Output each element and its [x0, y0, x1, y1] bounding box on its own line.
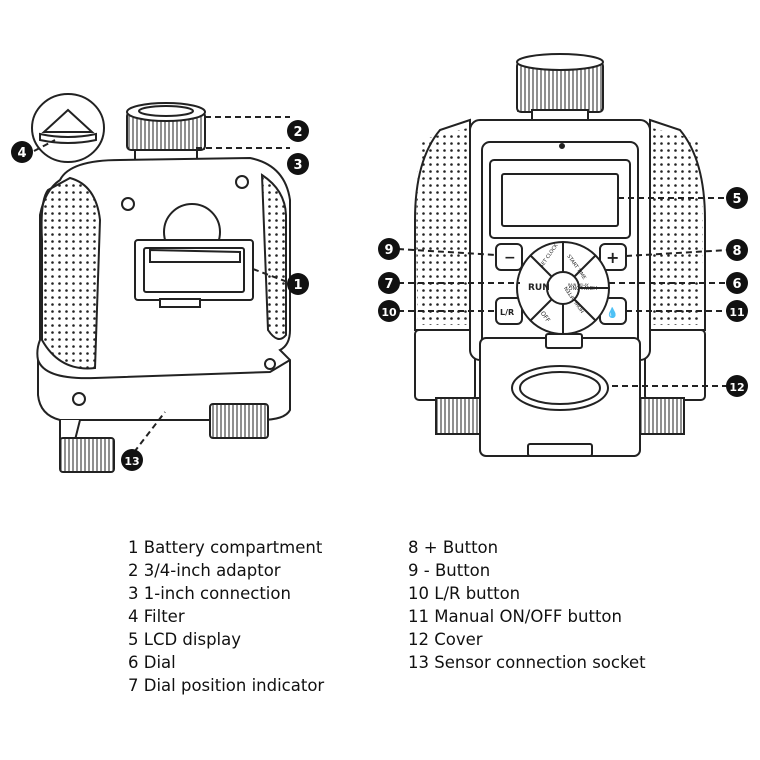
svg-text:7: 7	[384, 277, 393, 292]
callout-6: 6	[726, 272, 748, 294]
callout-2: 2	[287, 120, 309, 142]
plus-button	[599, 243, 627, 271]
legend-item: 6 Dial	[128, 653, 176, 672]
svg-text:6: 6	[732, 277, 741, 292]
right-device	[414, 53, 706, 457]
legend-item: 5 LCD display	[128, 630, 242, 649]
legend-item: 7 Dial position indicator	[128, 676, 325, 695]
lr-button	[495, 297, 523, 325]
callout-12: 12	[726, 375, 748, 397]
svg-text:3: 3	[293, 158, 302, 173]
svg-text:5: 5	[732, 192, 741, 207]
legend-item: 13 Sensor connection socket	[408, 653, 646, 672]
legend-item: 10 L/R button	[408, 584, 521, 603]
legend-left: 1 Battery compartment 2 3/4-inch adaptor…	[128, 536, 324, 697]
legend-item: 2 3/4-inch adaptor	[128, 561, 281, 580]
dial-how-long-label: HOW LONG	[568, 284, 597, 290]
legend-item: 4 Filter	[128, 607, 185, 626]
callout-7: 7	[378, 272, 400, 294]
legend-item: 8 + Button	[408, 538, 499, 557]
legend-item: 1 Battery compartment	[128, 538, 323, 557]
plus-glyph: +	[606, 248, 619, 267]
callout-1: 1	[287, 273, 309, 295]
svg-text:9: 9	[384, 243, 393, 258]
dial-rain-delay-label: RAIN DELAY	[568, 283, 590, 287]
callout-9: 9	[378, 238, 400, 260]
svg-text:11: 11	[729, 306, 744, 319]
leader-lines	[33, 116, 729, 461]
callout-3: 3	[287, 153, 309, 175]
drop-icon: 💧	[606, 306, 618, 319]
svg-text:10: 10	[381, 306, 397, 319]
legend-item: 11 Manual ON/OFF button	[408, 607, 622, 626]
svg-text:13: 13	[124, 455, 139, 468]
callout-10: 10	[378, 300, 400, 322]
lr-glyph: L/R	[500, 308, 514, 317]
minus-button	[495, 243, 523, 271]
svg-text:4: 4	[17, 146, 26, 161]
callouts: 1 2 3 4 13 5 8 6 11 12 9 7 10	[11, 120, 748, 471]
filter-inset	[31, 93, 105, 163]
legend-item: 12 Cover	[408, 630, 483, 649]
svg-text:8: 8	[732, 244, 741, 259]
minus-glyph: −	[504, 250, 516, 266]
battery-compartment	[134, 239, 254, 308]
svg-text:12: 12	[729, 381, 744, 394]
callout-5: 5	[726, 187, 748, 209]
left-device	[31, 93, 291, 473]
svg-text:2: 2	[293, 125, 302, 140]
left-grip-dots	[40, 176, 102, 370]
callout-8: 8	[726, 239, 748, 261]
callout-13: 13	[121, 449, 143, 471]
legend-right: 8 + Button 9 - Button 10 L/R button 11 M…	[408, 536, 646, 674]
legend-item: 3 1-inch connection	[128, 584, 291, 603]
callout-4: 4	[11, 141, 33, 163]
callout-11: 11	[726, 300, 748, 322]
dial-run-label: RUN	[528, 283, 550, 293]
legend-item: 9 - Button	[408, 561, 491, 580]
svg-text:1: 1	[293, 278, 302, 293]
